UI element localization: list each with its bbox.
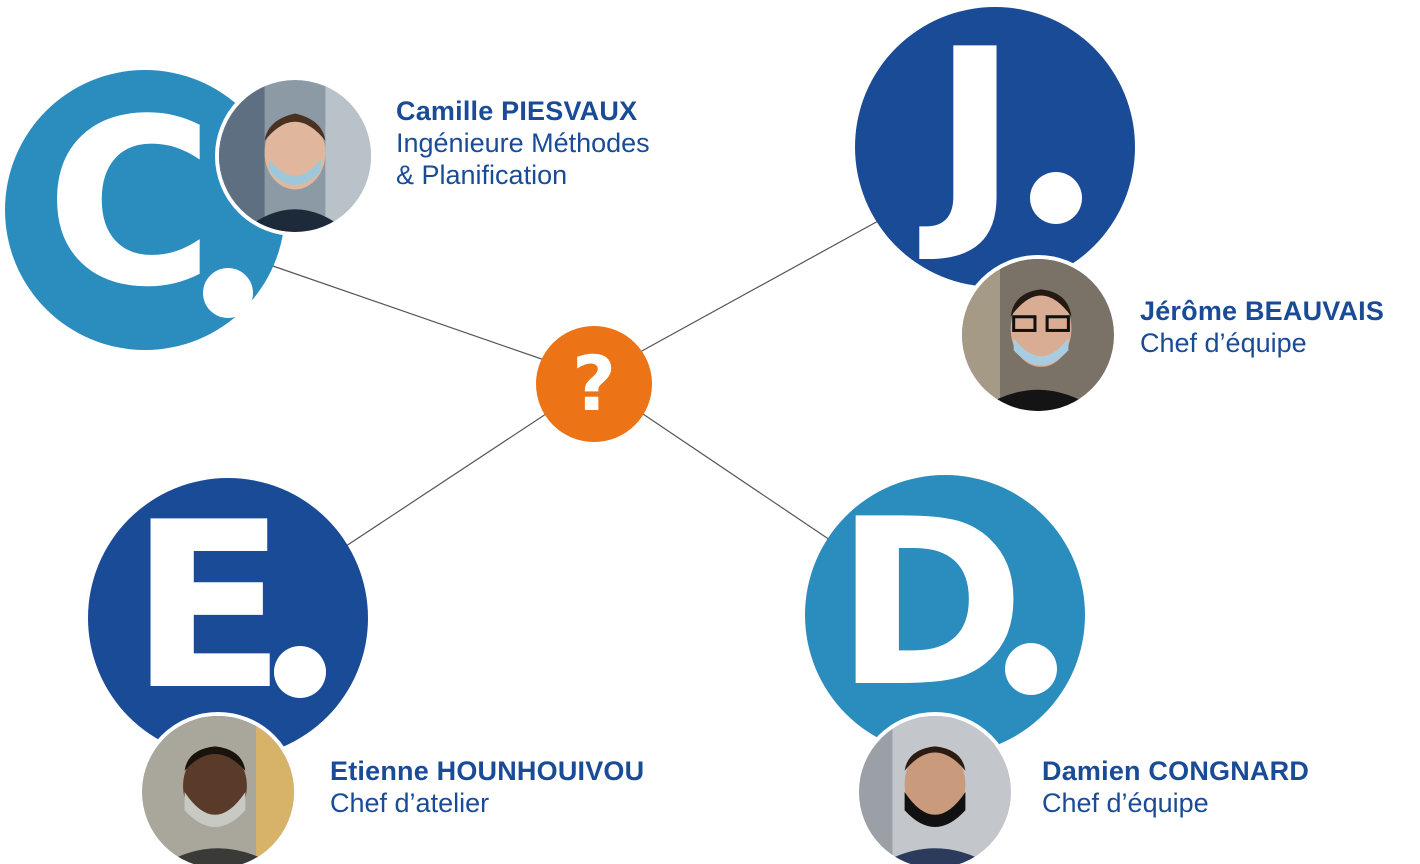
initial-circle-d: D (805, 475, 1085, 755)
person-role: Chef d’équipe (1042, 788, 1209, 818)
person-role-line2: & Planification (396, 160, 568, 191)
person-role: Chef d’atelier (330, 788, 490, 818)
label-etienne: Etienne HOUNHOUIVOU Chef d’atelier (330, 756, 644, 819)
initial-dot (1030, 172, 1082, 224)
connector-e (339, 409, 553, 551)
person-name: Etienne HOUNHOUIVOU (330, 756, 645, 786)
label-camille: Camille PIESVAUX Ingénieure Méthodes & P… (396, 96, 650, 192)
avatar-camille (215, 76, 375, 236)
initial-circle-e: E (88, 478, 368, 758)
question-circle: ? (536, 326, 652, 442)
person-name: Jérôme BEAUVAIS (1140, 296, 1385, 326)
avatar-etienne (138, 712, 298, 864)
person-role: Ingénieure Méthodes (396, 128, 650, 158)
person-name: Camille PIESVAUX (396, 96, 638, 126)
question-mark-icon: ? (571, 339, 617, 428)
connector-c (269, 264, 557, 365)
initial-dot (203, 268, 253, 318)
initial-letter: J (932, 0, 1018, 268)
person-name: Damien CONGNARD (1042, 756, 1310, 786)
label-damien: Damien CONGNARD Chef d’équipe (1042, 756, 1309, 819)
connector-j (639, 219, 881, 353)
initial-dot (1005, 643, 1057, 695)
initial-letter: C (45, 71, 215, 338)
initial-dot (274, 646, 326, 698)
initial-circle-j: J (855, 7, 1135, 287)
avatar-damien (855, 712, 1015, 864)
person-role: Chef d’équipe (1140, 328, 1307, 358)
avatar-jerome (958, 255, 1118, 415)
label-jerome: Jérôme BEAUVAIS Chef d’équipe (1140, 296, 1384, 359)
initial-letter: D (834, 471, 1026, 738)
connector-d (639, 411, 831, 541)
initial-letter: E (129, 474, 287, 741)
